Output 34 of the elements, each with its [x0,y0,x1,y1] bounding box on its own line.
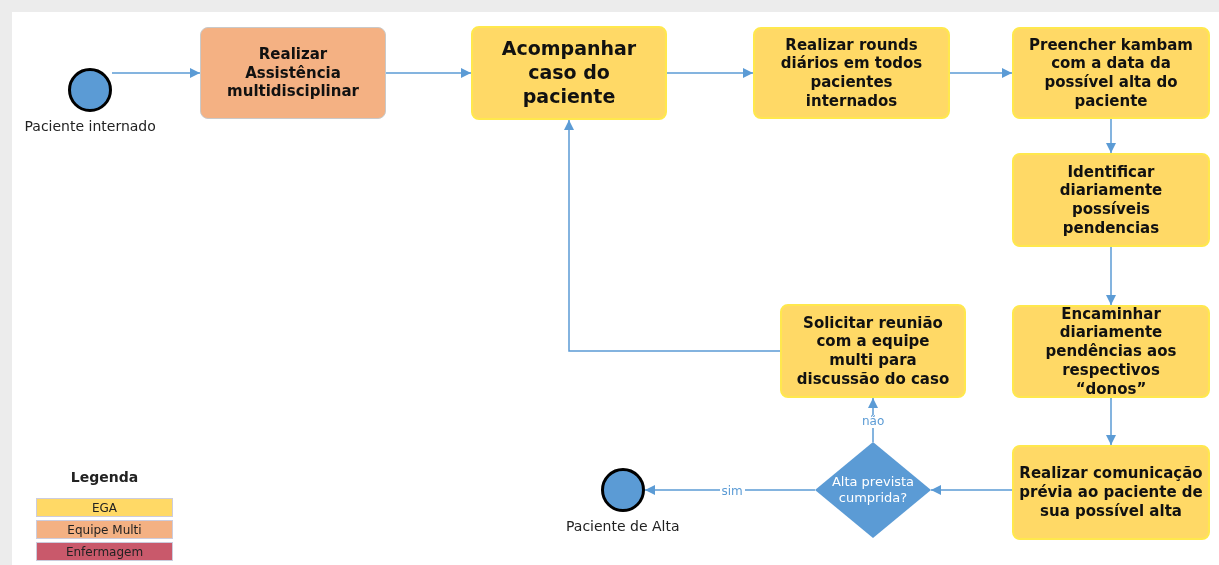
arrow [644,485,816,495]
event-label: Paciente de Alta [566,518,680,534]
process-box [1012,445,1210,540]
arrow [949,68,1013,78]
process-box [780,304,966,398]
arrow [1106,397,1116,446]
node-text: Realizar Assistência multidisciplinar [226,44,360,102]
process-box [200,27,386,119]
node-text: Acompanhar caso do paciente [500,37,638,109]
node-text: Identificar diariamente possíveis pendencias [1058,162,1164,238]
arrow [111,68,201,78]
decision-diamond [815,442,931,538]
legend-swatch: EGA [36,498,173,517]
process-box [1012,153,1210,247]
process-box [471,26,667,120]
node-text: Solicitar reunião com a equipe multi para discussão do caso [795,313,951,389]
event-label: Paciente internado [24,118,156,134]
node-text: Preencher kambam com a data da possível alta do paciente [1028,35,1194,111]
arrow [666,68,754,78]
arrow [385,68,472,78]
arrow [1106,246,1116,306]
arrow [1106,118,1116,154]
node-text: Encaminhar diariamente pendências aos respectivos “donos” [1044,304,1178,399]
node-text: Alta prevista cumprida? [830,474,916,506]
process-box [1012,27,1210,119]
process-box [1012,305,1210,398]
legend-swatch: Enfermagem [36,542,173,561]
legend-swatch: Equipe Multi [36,520,173,539]
arrow [930,485,1013,495]
legend-title: Legenda [69,469,140,485]
node-text: Realizar comunicação prévia ao paciente de sua possível alta [1018,464,1204,521]
process-box [753,27,950,119]
arrow [564,119,781,352]
node-text: Realizar rounds diários em todos pacientes internados [779,35,924,111]
